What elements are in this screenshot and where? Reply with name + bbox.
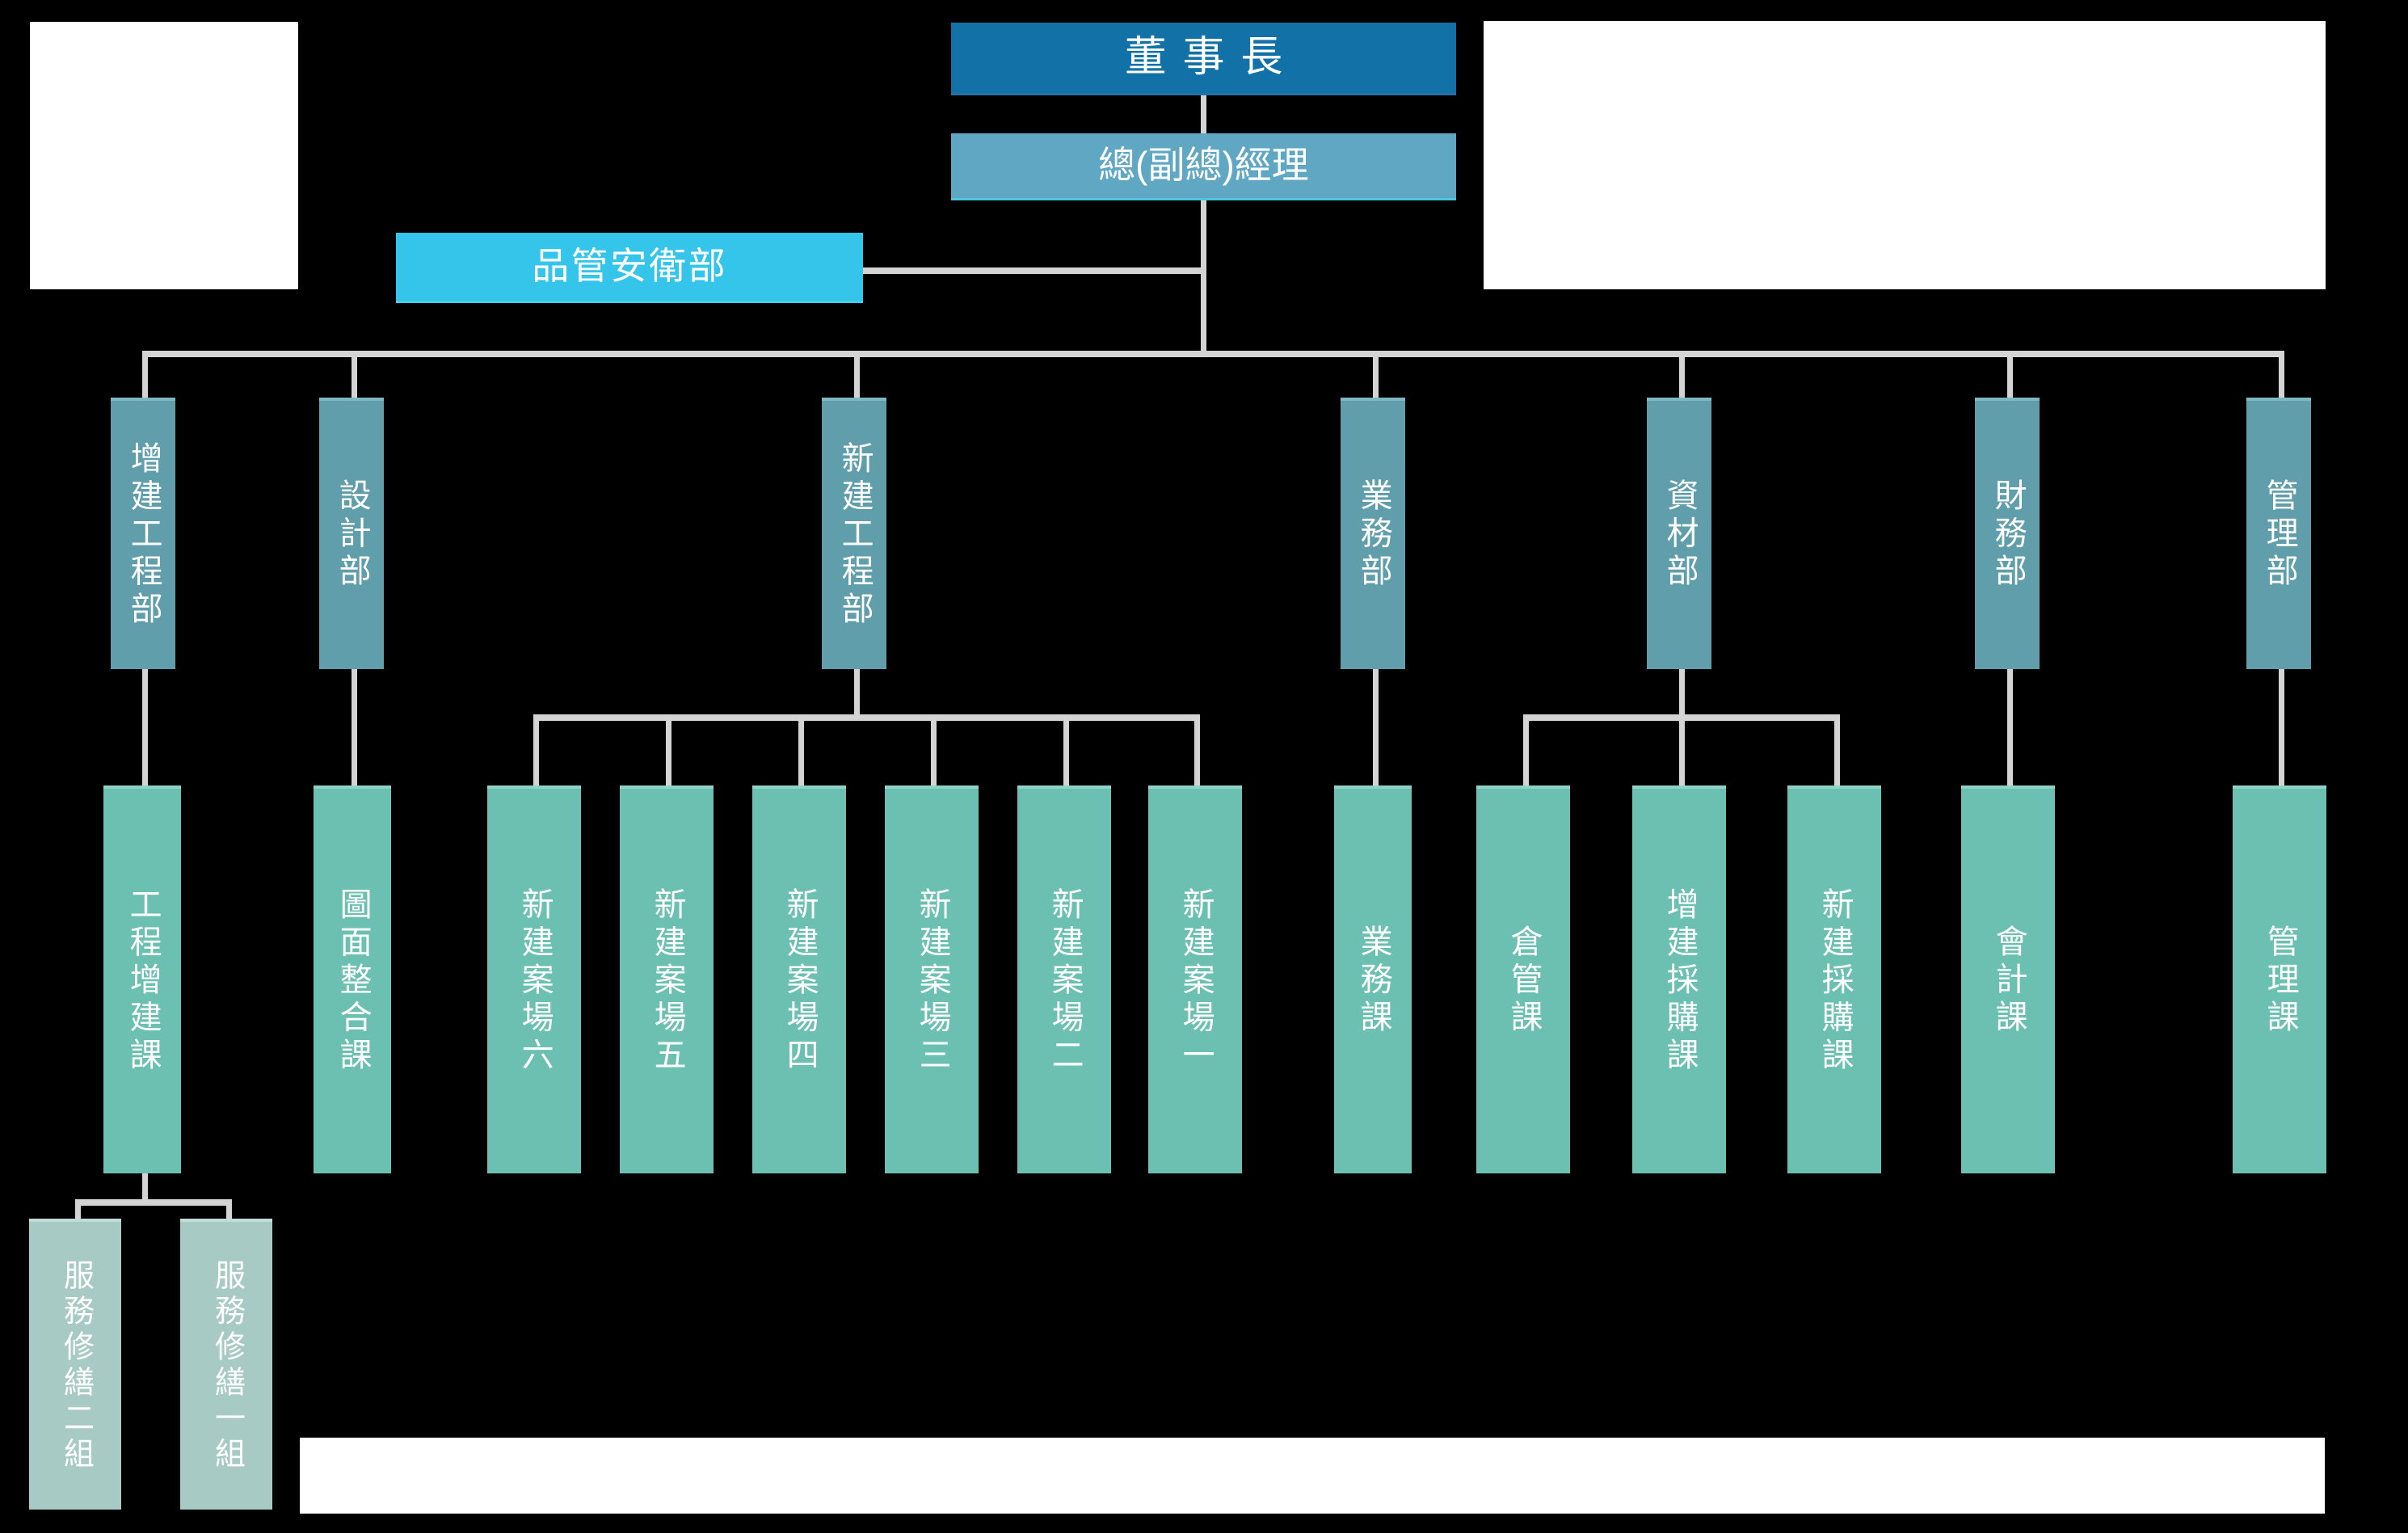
node-section-buy-ext-label: 增建採購課 (1661, 887, 1698, 1075)
connector-drop-site-3 (931, 714, 937, 787)
node-quality-safety-dept[interactable]: 品管安衛部 (396, 233, 863, 303)
node-section-site-3[interactable]: 新建案場三 (885, 785, 979, 1173)
connector-new-eng-bus (533, 714, 1198, 721)
connector-finance-to-section (2007, 668, 2013, 787)
node-team-repair-1[interactable]: 服務修繕一組 (180, 1219, 272, 1510)
node-dept-admin-label: 管理部 (2261, 478, 2297, 592)
blank-panel-top-left (30, 22, 298, 289)
node-general-manager[interactable]: 總(副總)經理 (951, 133, 1456, 200)
connector-drop-sales (1373, 351, 1379, 398)
node-dept-admin[interactable]: 管理部 (2246, 398, 2311, 669)
node-section-warehouse-label: 倉管課 (1505, 924, 1542, 1038)
node-dept-design[interactable]: 設計部 (319, 398, 384, 669)
connector-ext-eng-to-section (142, 668, 148, 787)
node-section-site-6[interactable]: 新建案場六 (487, 785, 581, 1173)
connector-sales-to-section (1373, 668, 1379, 787)
connector-drop-buy-ext (1679, 714, 1685, 787)
connector-drop-site-2 (1063, 714, 1069, 787)
connector-material-stem (1679, 668, 1685, 716)
node-dept-sales-label: 業務部 (1355, 478, 1391, 592)
node-general-manager-label: 總(副總)經理 (1098, 144, 1309, 187)
node-team-repair-2-label: 服務修繕二組 (58, 1258, 93, 1473)
connector-chairman-gm (1201, 95, 1206, 136)
node-section-site-4[interactable]: 新建案場四 (752, 785, 846, 1173)
node-dept-ext-eng-label: 增建工程部 (125, 441, 162, 629)
connector-drop-design (352, 351, 357, 398)
node-section-dwg-int[interactable]: 圖面整合課 (314, 785, 391, 1173)
node-section-dwg-int-label: 圖面整合課 (335, 887, 371, 1075)
node-section-warehouse[interactable]: 倉管課 (1476, 785, 1570, 1173)
node-section-site-5-label: 新建案場五 (649, 887, 685, 1075)
connector-eng-ext-stem (142, 1172, 148, 1202)
connector-admin-to-section (2279, 668, 2284, 787)
node-chairman[interactable]: 董事長 (951, 23, 1456, 95)
node-section-site-6-label: 新建案場六 (516, 887, 553, 1075)
node-section-site-4-label: 新建案場四 (781, 887, 818, 1075)
node-team-repair-1-label: 服務修繕一組 (209, 1258, 244, 1473)
connector-drop-site-5 (666, 714, 671, 787)
node-section-site-1[interactable]: 新建案場一 (1148, 785, 1242, 1173)
connector-department-bus (142, 351, 2282, 357)
node-section-sales[interactable]: 業務課 (1334, 785, 1412, 1173)
connector-design-to-section (352, 668, 357, 787)
node-dept-material[interactable]: 資材部 (1647, 398, 1711, 669)
node-team-repair-2[interactable]: 服務修繕二組 (29, 1219, 121, 1510)
node-section-buy-new[interactable]: 新建採購課 (1787, 785, 1881, 1173)
node-dept-design-label: 設計部 (334, 478, 370, 592)
connector-drop-new-eng (854, 351, 860, 398)
blank-panel-top-right (1484, 21, 2326, 289)
node-dept-ext-eng[interactable]: 增建工程部 (111, 398, 175, 669)
connector-drop-site-1 (1194, 714, 1200, 787)
node-section-buy-ext[interactable]: 增建採購課 (1632, 785, 1726, 1173)
node-section-account[interactable]: 會計課 (1961, 785, 2055, 1173)
node-section-site-2-label: 新建案場二 (1046, 887, 1083, 1075)
node-quality-safety-dept-label: 品管安衛部 (532, 245, 727, 288)
node-section-admin-label: 管理課 (2262, 924, 2298, 1038)
node-chairman-label: 董事長 (1124, 34, 1299, 82)
node-section-site-2[interactable]: 新建案場二 (1017, 785, 1111, 1173)
node-dept-sales[interactable]: 業務部 (1341, 398, 1405, 669)
connector-drop-site-6 (533, 714, 539, 787)
node-dept-new-eng-label: 新建工程部 (836, 441, 873, 629)
connector-drop-site-4 (798, 714, 804, 787)
connector-new-eng-stem (854, 668, 860, 716)
node-section-account-label: 會計課 (1990, 924, 2027, 1038)
node-section-eng-ext[interactable]: 工程增建課 (103, 785, 181, 1173)
blank-panel-bottom (300, 1438, 2325, 1514)
connector-drop-buy-new (1834, 714, 1840, 787)
connector-drop-material (1679, 351, 1685, 398)
node-dept-new-eng[interactable]: 新建工程部 (822, 398, 886, 669)
node-section-sales-label: 業務課 (1355, 924, 1391, 1038)
node-section-site-3-label: 新建案場三 (914, 887, 950, 1075)
node-dept-finance[interactable]: 財務部 (1975, 398, 2040, 669)
node-dept-material-label: 資材部 (1661, 478, 1698, 592)
node-section-site-1-label: 新建案場一 (1177, 887, 1214, 1075)
connector-drop-finance (2007, 351, 2013, 398)
connector-gm-trunk (1201, 200, 1206, 356)
connector-drop-repair-1 (226, 1199, 232, 1220)
node-section-buy-new-label: 新建採購課 (1817, 887, 1853, 1075)
node-section-site-5[interactable]: 新建案場五 (620, 785, 714, 1173)
connector-staff-qc (861, 267, 1204, 274)
connector-drop-admin (2279, 351, 2284, 398)
node-dept-finance-label: 財務部 (1989, 478, 2026, 592)
connector-drop-ext-eng (142, 351, 148, 398)
node-section-eng-ext-label: 工程增建課 (124, 887, 161, 1075)
node-section-admin[interactable]: 管理課 (2233, 785, 2326, 1173)
connector-eng-ext-bus (75, 1199, 232, 1206)
connector-drop-repair-2 (75, 1199, 81, 1220)
connector-drop-warehouse (1523, 714, 1529, 787)
